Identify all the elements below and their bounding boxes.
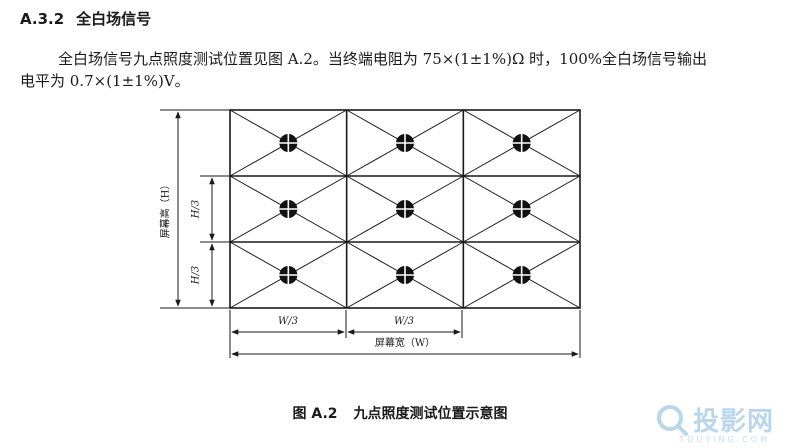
measurement-point <box>396 134 414 152</box>
section-title: 全白场信号 <box>76 10 152 28</box>
magnifier-icon <box>656 404 688 436</box>
h-third-label-lower: H/3 <box>191 266 202 285</box>
watermark-logo: 投影网 TOUYING.COM <box>655 401 774 444</box>
w-third-label-left: W/3 <box>278 316 298 327</box>
figure-number: 图 A.2 <box>292 406 338 422</box>
measurement-point <box>512 266 531 284</box>
measurement-point <box>279 134 298 152</box>
watermark-text: 投影网 <box>692 407 774 437</box>
section-number: A.3.2 <box>20 10 65 28</box>
paragraph-line-2: 电平为 0.7×(1±1%)V。 <box>20 72 190 90</box>
height-label: 屏幕高（H） <box>159 180 172 239</box>
watermark-subtext: TOUYING.COM <box>679 435 770 444</box>
measurement-point <box>396 266 414 284</box>
screen-grid <box>229 109 581 309</box>
figure-caption: 图 A.2 九点照度测试位置示意图 <box>0 403 800 423</box>
screen-outline <box>229 109 581 309</box>
measurement-point <box>279 200 298 218</box>
width-dimension <box>229 310 581 358</box>
section-heading: A.3.2 全白场信号 <box>20 8 151 29</box>
measurement-point <box>396 200 414 218</box>
height-dimension <box>160 109 232 309</box>
width-label: 屏幕宽（W） <box>375 336 435 349</box>
measurement-point <box>512 200 531 218</box>
figure-title: 九点照度测试位置示意图 <box>353 406 508 422</box>
measurement-points <box>279 134 531 284</box>
paragraph-line-1: 全白场信号九点照度测试位置见图 A.2。当终端电阻为 75×(1±1%)Ω 时，… <box>58 50 708 68</box>
h-third-label-upper: H/3 <box>191 200 202 219</box>
w-third-label-mid: W/3 <box>394 316 414 327</box>
measurement-point <box>279 266 298 284</box>
measurement-point <box>512 134 531 152</box>
